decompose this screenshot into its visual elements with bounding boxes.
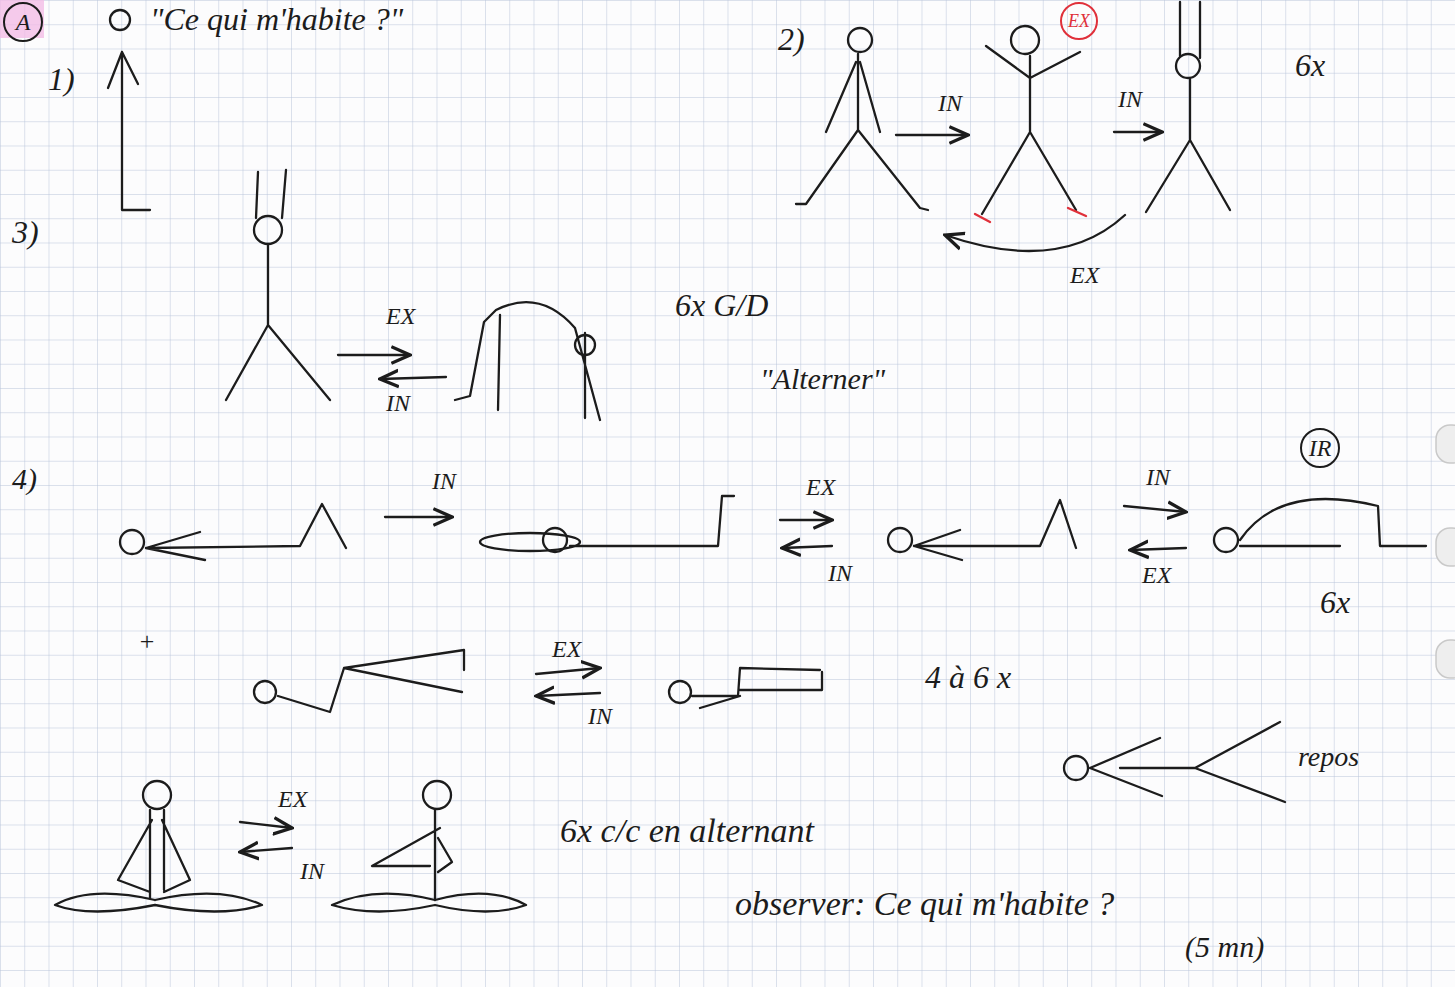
breath-label: IN — [938, 90, 962, 116]
stick-figures-part — [1011, 26, 1039, 54]
repeat-count: 6x — [1320, 585, 1350, 620]
breath-label: IN — [300, 858, 324, 884]
stick-figures-part — [118, 810, 190, 898]
stick-figures-part — [796, 54, 928, 210]
stick-figures-part — [120, 530, 144, 554]
breath-label: IN — [1118, 86, 1142, 112]
binder-holes-part — [1436, 528, 1455, 566]
stick-figures-part — [575, 335, 595, 355]
stick-figures-part — [1130, 548, 1186, 550]
stick-figures-part — [240, 822, 292, 828]
highlight — [0, 0, 44, 38]
binder-holes-part — [1436, 425, 1455, 463]
stick-figures-part — [385, 516, 452, 518]
stick-figures-part — [480, 533, 580, 551]
prompt-note: "Ce qui m'habite ?" — [150, 2, 403, 37]
stick-figures-part — [982, 46, 1080, 214]
section-letter: A — [3, 2, 43, 42]
stick-figures-part — [338, 354, 410, 356]
breath-label: EX — [552, 636, 581, 662]
step-number: 3) — [12, 215, 39, 250]
stick-figures-part — [570, 496, 734, 546]
stick-figures-part — [455, 302, 600, 420]
stick-figures-part — [143, 781, 171, 809]
stick-figures-part — [108, 52, 150, 210]
repeat-count: 4 à 6 x — [925, 660, 1011, 695]
stick-figures-part — [780, 519, 832, 521]
red-marks — [975, 208, 1086, 222]
plus-sign: + — [138, 628, 156, 657]
stick-figures-part — [888, 528, 912, 552]
stick-figures-part — [1176, 54, 1200, 78]
stick-figures-part — [254, 681, 276, 703]
stick-figures-part — [536, 668, 600, 674]
stick-figures-part — [896, 134, 968, 136]
red-marks-part — [975, 208, 1086, 222]
stick-figures-part — [1124, 506, 1186, 512]
stick-figures — [55, 2, 1426, 912]
stick-figures-part — [240, 848, 292, 852]
stick-figures-part — [55, 894, 262, 912]
duration-note: (5 mn) — [1185, 930, 1264, 963]
stick-figures-part — [692, 668, 822, 708]
stick-figures-part — [669, 681, 691, 703]
breath-label: IN — [386, 390, 410, 416]
stick-figures-part — [1146, 2, 1230, 212]
step-number: 2) — [778, 22, 805, 57]
stick-figures-part — [372, 810, 452, 900]
instruction-note: 6x c/c en alternant — [560, 812, 814, 849]
node-text: A — [16, 10, 31, 34]
repeat-count: 6x — [1295, 48, 1325, 83]
breath-label: EX — [806, 474, 835, 500]
stick-figures-part — [536, 693, 600, 696]
breath-label: EX — [278, 786, 307, 812]
binder-holes — [1436, 425, 1455, 678]
stick-figures-part — [226, 170, 330, 400]
stick-figures-part — [278, 650, 464, 712]
stick-figures-part — [782, 546, 832, 548]
instruction-note: "Alterner" — [760, 362, 885, 395]
stick-figures-part — [914, 500, 1076, 560]
breath-marker: IR — [1300, 428, 1340, 468]
stick-figures-part — [332, 894, 526, 912]
breath-label: IN — [588, 703, 612, 729]
breath-label: EX — [386, 303, 415, 329]
stick-figures-part — [110, 10, 130, 30]
rest-note: repos — [1298, 742, 1359, 773]
step-number: 4) — [12, 462, 37, 495]
stick-figures-part — [146, 504, 346, 560]
breath-label: EX — [1142, 562, 1171, 588]
stick-figures-part — [423, 781, 451, 809]
node-text: EX — [1068, 12, 1090, 30]
repeat-count: 6x G/D — [675, 288, 768, 323]
breath-label: IN — [1146, 464, 1170, 490]
stick-figures-part — [1114, 131, 1162, 133]
stick-figures-part — [1240, 499, 1426, 546]
node-text: IR — [1309, 436, 1332, 460]
stick-figures-part — [1064, 756, 1088, 780]
breath-label: EX — [1070, 262, 1099, 288]
stick-figures-part — [1214, 528, 1238, 552]
breath-label: IN — [432, 468, 456, 494]
breath-label: IN — [828, 560, 852, 586]
step-number: 1) — [48, 62, 75, 97]
stick-figures-part — [848, 28, 872, 52]
stick-figures-part — [254, 216, 282, 244]
binder-holes-part — [1436, 640, 1455, 678]
stick-figures-part — [380, 377, 446, 379]
breath-marker: EX — [1060, 2, 1098, 40]
stick-figures-part — [945, 215, 1125, 251]
stick-figures-part — [1090, 722, 1285, 802]
prompt-note: observer: Ce qui m'habite ? — [735, 885, 1114, 922]
